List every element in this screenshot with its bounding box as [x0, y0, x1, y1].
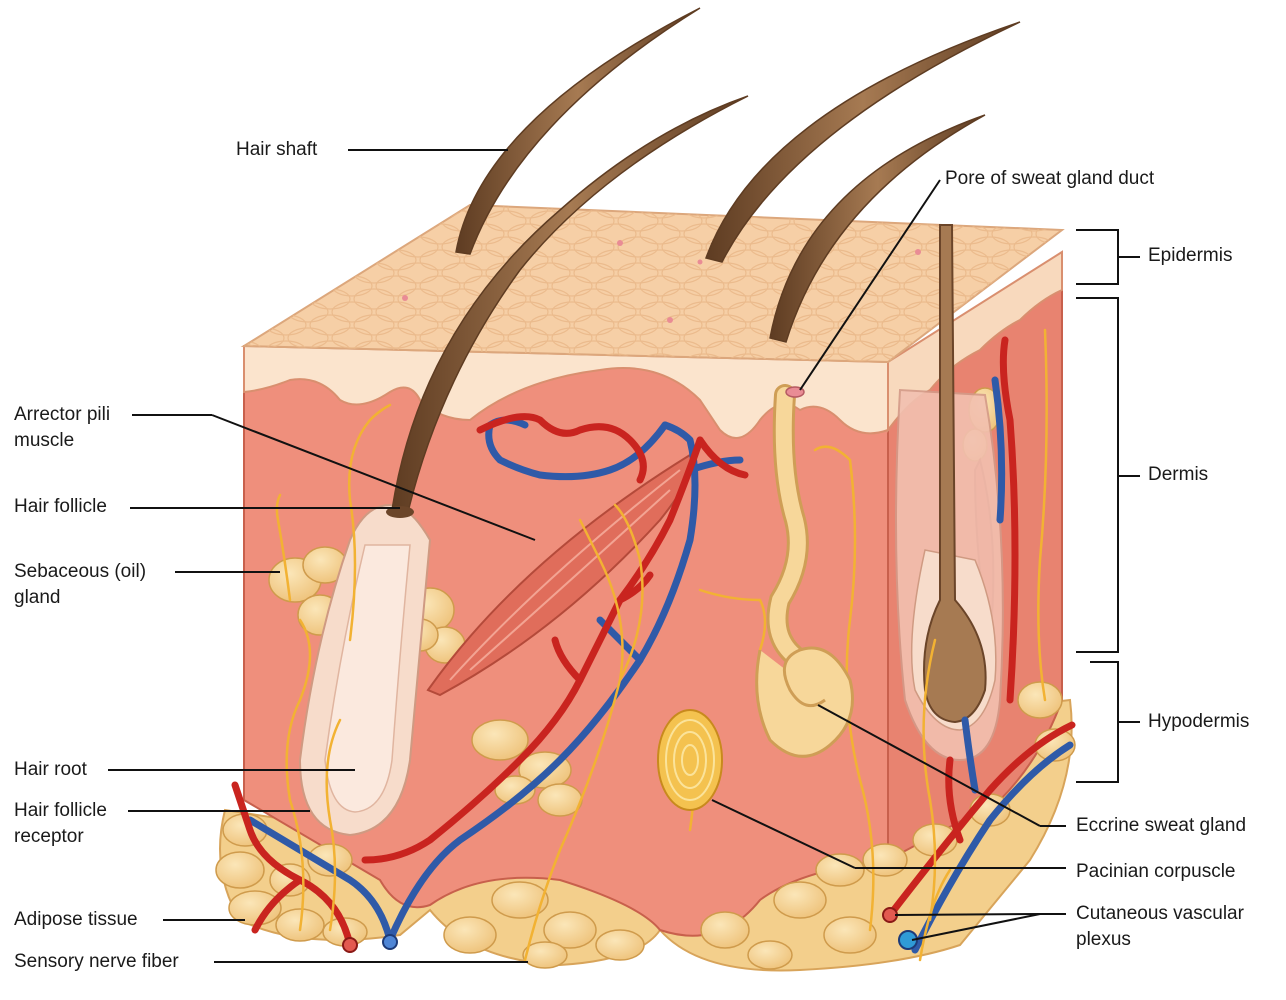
label-arrector-line1: Arrector pili: [14, 404, 111, 425]
leader-lines: [108, 149, 1066, 963]
label-dermis: Dermis: [1148, 464, 1209, 485]
pacinian-corpuscle: [657, 709, 723, 811]
hair-shafts: [386, 7, 1021, 518]
label-epidermis: Epidermis: [1148, 245, 1233, 266]
label-vascular-line1: Cutaneous vascular: [1076, 903, 1244, 924]
label-pore-of-sweat-gland-duct: Pore of sweat gland duct: [945, 168, 1155, 189]
label-hair-shaft: Hair shaft: [236, 139, 318, 160]
label-receptor-line2: receptor: [14, 826, 84, 847]
label-eccrine-sweat-gland: Eccrine sweat gland: [1076, 815, 1247, 836]
label-sebaceous-line1: Sebaceous (oil): [14, 561, 147, 582]
label-hair-follicle-receptor: Hair follicle receptor: [14, 798, 107, 850]
left-hair-follicle: [298, 503, 432, 837]
label-vascular-line2: plexus: [1076, 929, 1131, 950]
label-arrector-pili-muscle: Arrector pili muscle: [14, 402, 110, 454]
label-sebaceous-gland: Sebaceous (oil) gland: [14, 559, 146, 611]
label-hypodermis: Hypodermis: [1148, 711, 1250, 732]
label-hair-root: Hair root: [14, 759, 87, 780]
label-arrector-line2: muscle: [14, 430, 75, 451]
label-receptor-line1: Hair follicle: [14, 800, 107, 821]
arteries: [231, 336, 1076, 949]
label-adipose-tissue: Adipose tissue: [14, 909, 138, 930]
label-cutaneous-vascular-plexus: Cutaneous vascular plexus: [1076, 901, 1244, 953]
epidermis-front-band: [243, 344, 889, 439]
right-hair-follicle: [895, 224, 1004, 762]
eccrine-sweat-gland: [755, 384, 854, 758]
veins: [246, 376, 1074, 954]
label-sensory-nerve-fiber: Sensory nerve fiber: [14, 951, 179, 972]
label-sebaceous-line2: gland: [14, 587, 61, 608]
layer-brackets: [1076, 229, 1140, 783]
nerve-fibers: [275, 328, 1048, 962]
label-pacinian-corpuscle: Pacinian corpuscle: [1076, 861, 1236, 882]
label-hair-follicle: Hair follicle: [14, 496, 107, 517]
